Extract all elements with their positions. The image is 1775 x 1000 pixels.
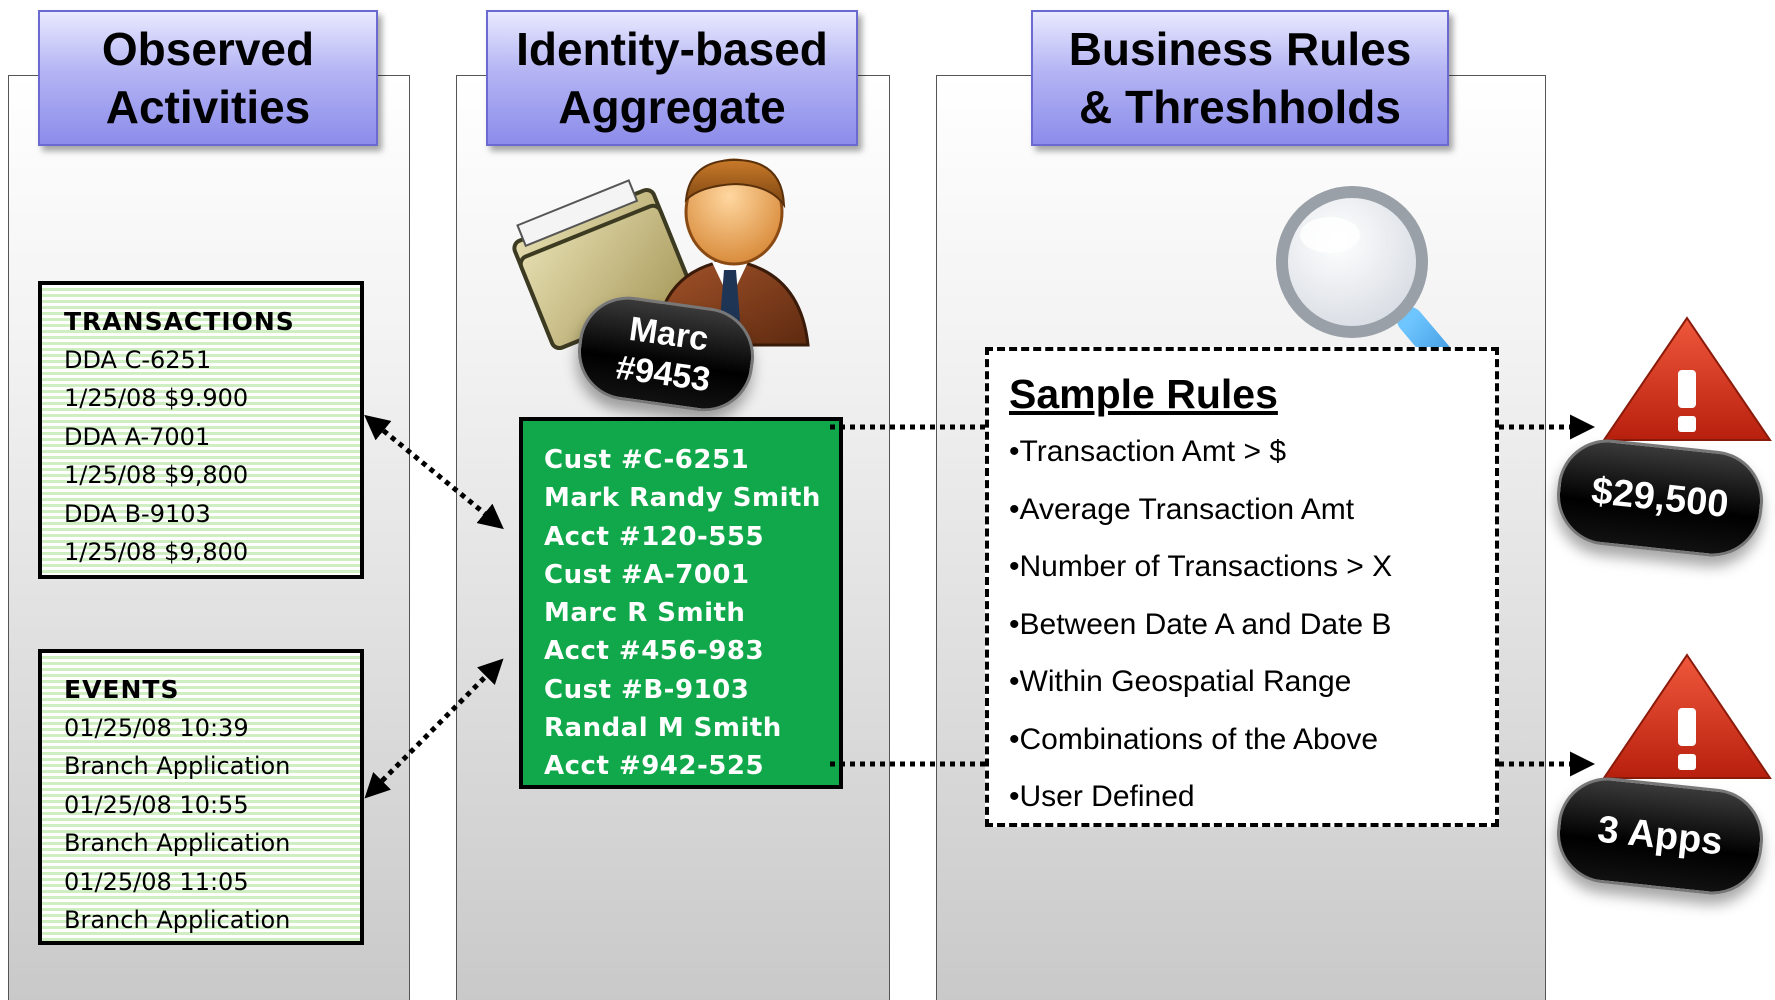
rule-item: •User Defined: [1009, 780, 1195, 813]
identity-aggregate-box: Cust #C-6251 Mark Randy Smith Acct #120-…: [519, 417, 843, 789]
aggregate-line: Mark Randy Smith: [544, 483, 821, 514]
transaction-line: 1/25/08 $9.900: [64, 384, 249, 413]
observed-activities-header: Observed Activities: [38, 10, 378, 146]
sample-rules-box: Sample Rules •Transaction Amt > $ •Avera…: [985, 347, 1499, 827]
transaction-line: 1/25/08 $9,800: [64, 537, 249, 566]
aggregate-line: Cust #C-6251: [544, 445, 750, 475]
transaction-line: 1/25/08 $9,800: [64, 461, 249, 490]
event-line: Branch Application: [64, 752, 291, 781]
rule-item: •Transaction Amt > $: [1009, 435, 1287, 468]
aggregate-line: Randal M Smith: [544, 713, 782, 744]
event-line: Branch Application: [64, 905, 291, 934]
aggregate-line: Acct #456-983: [544, 636, 765, 667]
transactions-box: TRANSACTIONS DDA C-6251 1/25/08 $9.900 D…: [38, 281, 364, 579]
aggregate-line: Cust #A-7001: [544, 559, 750, 590]
transaction-line: DDA C-6251: [64, 346, 212, 374]
transaction-line: DDA B-9103: [64, 499, 211, 528]
sample-rules-title: Sample Rules: [1009, 371, 1278, 417]
transaction-line: DDA A-7001: [64, 422, 211, 451]
aggregate-line: Cust #B-9103: [544, 674, 750, 705]
rule-item: •Average Transaction Amt: [1009, 492, 1355, 526]
aggregate-line: Marc R Smith: [544, 598, 746, 629]
aggregate-line: Acct #942-525: [544, 751, 765, 782]
identity-aggregate-header: Identity-based Aggregate: [486, 10, 858, 146]
amount-alert-badge: $29,500: [1552, 434, 1768, 562]
rule-item: •Combinations of the Above: [1009, 722, 1379, 756]
aggregate-line: Acct #120-555: [544, 521, 765, 552]
event-line: 01/25/08 11:05: [64, 867, 249, 896]
events-title: EVENTS: [64, 675, 180, 704]
rule-item: •Number of Transactions > X: [1009, 550, 1393, 583]
events-box: EVENTS 01/25/08 10:39 Branch Application…: [38, 649, 364, 945]
transactions-title: TRANSACTIONS: [64, 307, 295, 336]
event-line: 01/25/08 10:55: [64, 790, 249, 819]
event-line: Branch Application: [64, 829, 291, 858]
rule-item: •Within Geospatial Range: [1009, 665, 1352, 698]
apps-alert-badge: 3 Apps: [1552, 772, 1768, 900]
business-rules-header: Business Rules & Threshholds: [1031, 10, 1449, 146]
rule-item: •Between Date A and Date B: [1009, 607, 1392, 641]
event-line: 01/25/08 10:39: [64, 714, 249, 742]
